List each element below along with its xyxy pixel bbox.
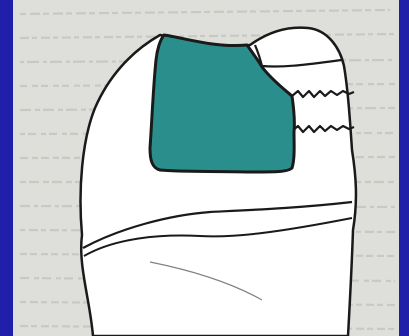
scanned-page [13, 0, 399, 336]
bleed-line [20, 10, 390, 14]
tooth-illustration [13, 0, 399, 336]
bleed-line [20, 34, 395, 38]
